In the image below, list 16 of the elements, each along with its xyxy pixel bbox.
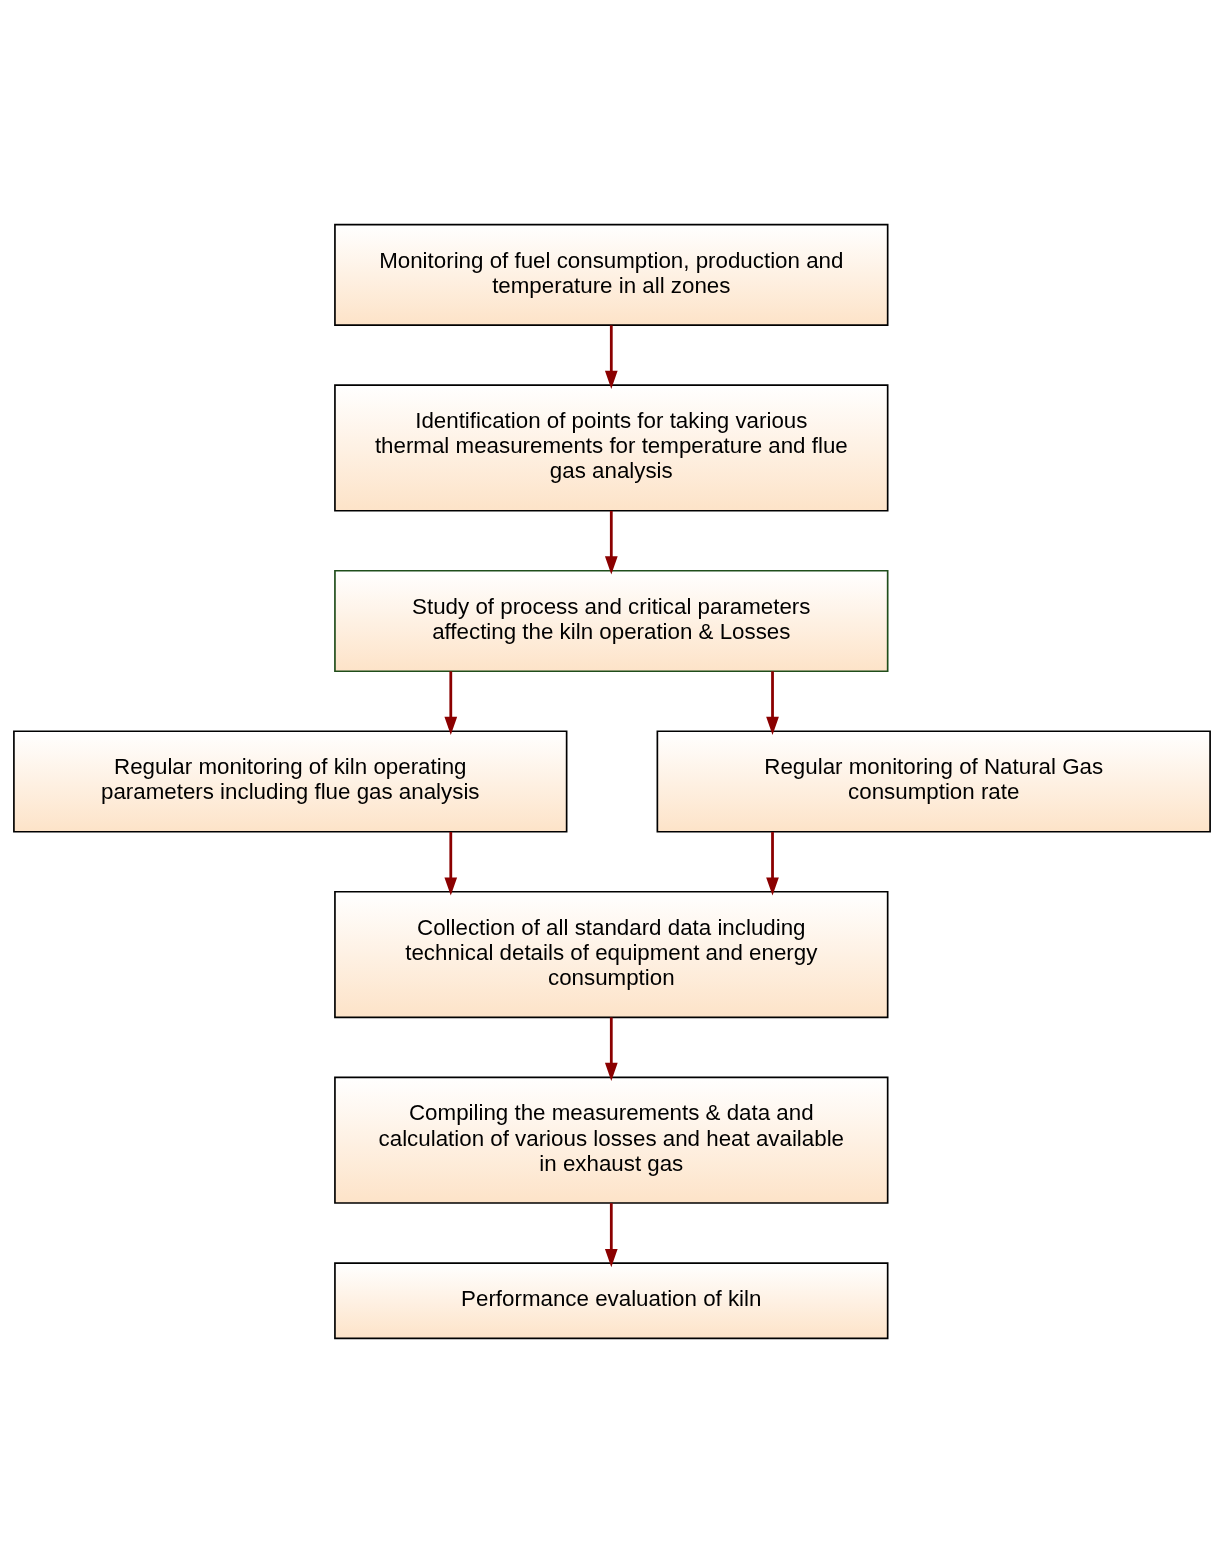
node-box: Performance evaluation of kiln [334, 1261, 889, 1339]
arrow [766, 831, 779, 896]
node-box: Regular monitoring of Natural Gas consumption rate [656, 729, 1211, 833]
arrow [766, 670, 779, 735]
node-box: Identification of points for taking various thermal measurements for temperature and flue gas analysis [334, 383, 889, 512]
arrow [444, 831, 458, 896]
arrow [604, 510, 618, 574]
node-box: Study of process and critical parameters affecting the kiln operation & Losses [334, 569, 889, 672]
arrow [604, 1202, 618, 1267]
node-box: Monitoring of fuel consumption, production and temperature in all zones [334, 223, 889, 326]
node-box: Collection of all standard data including technical details of equipment and energy consumption [334, 890, 889, 1018]
node-box: Compiling the measurements & data and calculation of various losses and heat available in exhaust gas [334, 1076, 889, 1204]
node-box: Regular monitoring of kiln operating parameters including flue gas analysis [13, 729, 568, 833]
arrow [444, 670, 458, 735]
arrow [604, 1016, 618, 1081]
arrow [604, 324, 618, 389]
